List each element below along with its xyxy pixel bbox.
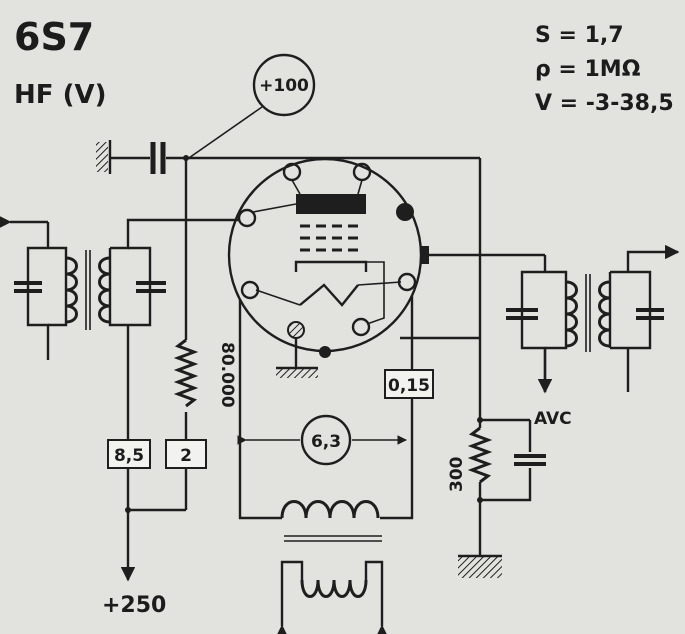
spec-v: V = -3-38,5: [535, 91, 674, 116]
heater-secondary-coil: [300, 579, 368, 598]
avc-label: AVC: [534, 409, 572, 429]
tube-heater: [299, 283, 359, 307]
spec-rho: ρ = 1MΩ: [535, 57, 641, 82]
tube-function-label: HF (V): [14, 80, 106, 110]
supply-100-label: +100: [259, 76, 309, 96]
output-primary-coil: [565, 280, 578, 348]
tube-envelope: [227, 157, 423, 353]
ground-tube: [276, 368, 318, 378]
spec-s: S = 1,7: [535, 23, 624, 48]
box-0-15-label: 0,15: [388, 376, 430, 396]
tube-cathode: [294, 260, 368, 272]
input-primary-coil: [65, 256, 78, 324]
tube-top-cap: [421, 246, 429, 264]
input-secondary-coil: [98, 256, 111, 324]
resistor-80000-label: 80.000: [217, 342, 237, 408]
heater-voltage-label: 6,3: [311, 432, 341, 452]
box-0-15: [384, 369, 434, 399]
tube-pin: [282, 162, 302, 182]
supply-250-label: +250: [102, 593, 166, 618]
tube-anode: [296, 194, 366, 214]
supply-100-circle: [252, 53, 316, 117]
resistor-300: [467, 426, 493, 484]
box-2: [165, 439, 207, 469]
heater-primary-coil: [280, 500, 380, 519]
box-8-5-label: 8,5: [114, 446, 144, 466]
resistor-300-label: 300: [447, 456, 467, 492]
ground-bottom-right: [458, 556, 502, 578]
ground-top-left: [96, 142, 108, 172]
tube-type-label: 6S7: [14, 15, 94, 59]
supply-100-pointer: [185, 106, 263, 161]
resistor-80000: [173, 338, 199, 408]
heater-voltage-circle: [300, 414, 352, 466]
output-secondary-coil: [598, 280, 611, 348]
box-2-label: 2: [180, 446, 192, 466]
